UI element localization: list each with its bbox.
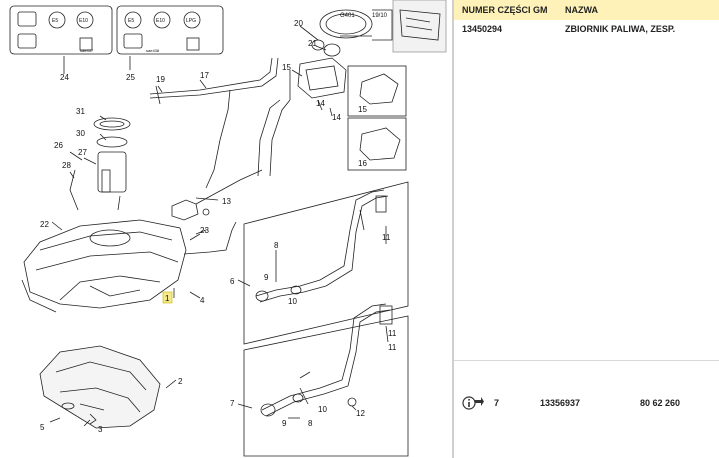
callout-28: 28 bbox=[62, 161, 71, 170]
detail-alt-number: 80 62 260 bbox=[640, 398, 681, 408]
fuel-label-e10-b: E10 bbox=[156, 18, 165, 24]
inset-panel-6 bbox=[243, 181, 409, 345]
fuel-label-box-25 bbox=[116, 5, 224, 55]
parts-table-header: NUMER CZĘŚCI GM NAZWA bbox=[454, 0, 719, 20]
callout-16: 16 bbox=[358, 159, 367, 168]
row-part-number[interactable]: 13450294 bbox=[462, 24, 503, 34]
callout-3: 3 bbox=[98, 425, 103, 434]
fuel-label-box-24 bbox=[9, 5, 113, 55]
inset-panel-7 bbox=[243, 315, 409, 457]
callout-6: 6 bbox=[230, 277, 235, 286]
callout-23: 23 bbox=[200, 226, 209, 235]
parts-panel: NUMER CZĘŚCI GM NAZWA 13450294 ZBIORNIK … bbox=[454, 0, 719, 458]
callout-14-b: 14 bbox=[332, 113, 341, 122]
thumbnail-filler-detail bbox=[392, 0, 447, 53]
panel-divider bbox=[454, 360, 719, 361]
detail-row[interactable]: 7 13356937 80 62 260 bbox=[454, 392, 719, 414]
parts-diagram: 24 25 19 17 31 30 26 27 28 22 13 23 4 2 … bbox=[9, 0, 447, 457]
callout-11-c: 11 bbox=[388, 343, 397, 352]
callout-26: 26 bbox=[54, 141, 63, 150]
inset-box-15 bbox=[347, 65, 407, 117]
fuel-label-lpg: LPG bbox=[186, 18, 196, 24]
callout-30: 31 bbox=[76, 107, 85, 116]
callout-10-a: 10 bbox=[288, 297, 297, 306]
callout-11-b: 11 bbox=[388, 329, 397, 338]
callout-20: 20 bbox=[294, 19, 303, 28]
callout-11-a: 11 bbox=[382, 233, 391, 242]
inset-box-16 bbox=[347, 117, 407, 171]
detail-part-number[interactable]: 13356937 bbox=[540, 398, 581, 408]
callout-labels: 24 25 19 17 31 30 26 27 28 22 13 23 4 2 … bbox=[40, 19, 397, 434]
fuel-label-e5-b: E5 bbox=[128, 18, 134, 24]
callout-22: 22 bbox=[40, 220, 49, 229]
callout-10-b: 10 bbox=[318, 405, 327, 414]
callout-8-b: 8 bbox=[308, 419, 313, 428]
callout-24: 24 bbox=[60, 73, 69, 82]
fuel-tank-exploded-view: 24 25 19 17 31 30 26 27 28 22 13 23 4 2 … bbox=[9, 0, 447, 457]
callout-9-b: 9 bbox=[282, 419, 287, 428]
callout-1[interactable]: 1 bbox=[165, 294, 170, 303]
callout-15: 15 bbox=[358, 105, 367, 114]
callout-2: 2 bbox=[178, 377, 183, 386]
label-sae438: sae438 bbox=[146, 48, 160, 53]
callout-25: 25 bbox=[126, 73, 135, 82]
callout-4: 4 bbox=[200, 296, 205, 305]
callout-27: 27 bbox=[78, 148, 87, 157]
callout-15-top: 15 bbox=[282, 63, 291, 72]
callout-19: 19 bbox=[156, 75, 165, 84]
callout-8-a: 8 bbox=[274, 241, 279, 250]
callout-17: 17 bbox=[200, 71, 209, 80]
callout-29: 30 bbox=[76, 129, 85, 138]
info-arrow-icon[interactable] bbox=[462, 396, 484, 410]
header-name: NAZWA bbox=[565, 5, 598, 15]
callout-12: 12 bbox=[356, 409, 365, 418]
callout-21: 21 bbox=[308, 39, 317, 48]
fuel-label-e10-a: E10 bbox=[79, 18, 88, 24]
label-ref: 19/10 bbox=[372, 13, 388, 19]
panel-separator[interactable] bbox=[452, 0, 454, 458]
fuel-label-e5-a: E5 bbox=[52, 18, 58, 24]
label-g401: G401 bbox=[340, 13, 355, 19]
callout-7: 7 bbox=[230, 399, 235, 408]
header-part-number: NUMER CZĘŚCI GM bbox=[462, 5, 548, 15]
table-row[interactable]: 13450294 ZBIORNIK PALIWA, ZESP. bbox=[454, 21, 719, 37]
callout-14-a: 14 bbox=[316, 99, 325, 108]
callout-9-a: 9 bbox=[264, 273, 269, 282]
row-part-name: ZBIORNIK PALIWA, ZESP. bbox=[565, 24, 676, 34]
callout-5: 5 bbox=[40, 423, 45, 432]
callout-13: 13 bbox=[222, 197, 231, 206]
parts-list-empty-area bbox=[454, 37, 719, 360]
detail-ref-number: 7 bbox=[494, 398, 500, 408]
label-sae437: sae437 bbox=[80, 48, 94, 53]
highlight-callout-1[interactable] bbox=[162, 291, 173, 304]
